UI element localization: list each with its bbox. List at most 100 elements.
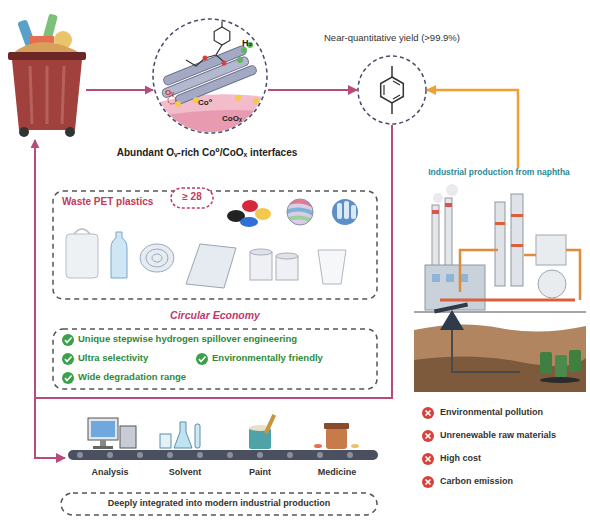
cross-icon (422, 430, 434, 442)
conveyor-illustration (264, 414, 276, 434)
pet-items-illustration (242, 200, 258, 212)
refinery-illustration (433, 193, 443, 203)
pet-items-illustration (250, 249, 272, 255)
refinery-illustration (524, 250, 580, 300)
pet-items-illustration (286, 209, 314, 214)
refinery-illustration (495, 222, 505, 225)
interface-caption: Abundant Oᵥ-rich Co⁰/CoOₓ interfaces (97, 147, 317, 159)
application-label: Paint (225, 467, 295, 477)
application-label: Analysis (75, 467, 145, 477)
refinery-illustration (414, 324, 586, 392)
phase-label: CoOₓ (222, 114, 242, 123)
conveyor-illustration (160, 434, 171, 448)
trash-bin-illustration (46, 66, 49, 124)
refinery-illustration (446, 184, 458, 196)
conveyor-illustration (287, 452, 293, 458)
pet-items-illustration (287, 199, 313, 225)
application-conveyor: AnalysisSolventPaintMedicine (65, 405, 378, 485)
flow-arrow (268, 89, 357, 91)
drawback-item: Environmental pollution (440, 407, 543, 417)
p-xylene-structure (393, 95, 400, 99)
check-icon (62, 334, 74, 346)
box-title: Waste PET plastics (62, 196, 153, 208)
pet-items-illustration (286, 198, 314, 226)
catalyst-illustration (150, 20, 272, 136)
conveyor-illustration (68, 414, 378, 460)
trash-bin-illustration (8, 52, 86, 60)
p-xylene-structure (381, 66, 404, 114)
cross-icon (426, 457, 431, 462)
count-badge: ≥ 28 (170, 187, 214, 209)
refinery-illustration (432, 205, 439, 267)
trash-bin-illustration (65, 127, 75, 137)
cross-icon (422, 476, 434, 488)
drawback-item: Carbon emission (440, 476, 513, 486)
check-icon (65, 357, 72, 362)
refinery-illustration (555, 355, 567, 377)
refinery-illustration (460, 250, 498, 292)
trash-bin-illustration (30, 66, 32, 124)
pet-items-illustration (276, 253, 298, 259)
conveyor-illustration (174, 422, 192, 448)
pet-items-illustration (344, 201, 349, 219)
panel-heading: Industrial production from naphtha (409, 168, 589, 178)
conveyor-illustration (347, 452, 353, 458)
conveyor-illustration (257, 452, 263, 458)
cross-icon (426, 480, 431, 485)
conveyor-illustration (326, 428, 347, 449)
refinery-illustration (452, 330, 520, 372)
pet-items-illustration (318, 250, 346, 284)
refinery-illustration (446, 274, 454, 282)
flow-line-illustration (34, 140, 36, 398)
trash-bin-illustration (12, 60, 82, 130)
pet-items-illustration (351, 205, 356, 219)
catalyst-illustration (222, 61, 227, 66)
refinery-illustration (434, 303, 468, 314)
conveyor-illustration (167, 452, 173, 458)
pet-items-illustration (111, 232, 127, 278)
check-icon (62, 353, 74, 365)
conveyor-illustration (68, 450, 378, 460)
node-outline-rect (53, 191, 377, 299)
cross-icon (422, 407, 434, 419)
check-icon (199, 357, 206, 362)
pet-items-illustration (332, 199, 358, 225)
refinery-illustration (414, 184, 586, 392)
catalyst-circle: H₂OᵥCo⁰CoOₓ (152, 18, 268, 134)
catalyst-illustration (237, 57, 243, 63)
advantage-item: Ultra selectivity (78, 353, 148, 364)
check-icon (65, 338, 72, 343)
refinery-illustration (432, 210, 439, 214)
p-xylene-structure (391, 103, 393, 114)
node-outline-circle (153, 19, 267, 133)
cross-icon (422, 476, 434, 488)
refinery-illustration (536, 235, 566, 265)
conveyor-illustration (227, 452, 233, 458)
pet-items-illustration (66, 234, 98, 278)
catalyst-illustration (203, 56, 208, 61)
refinery-illustration (440, 310, 464, 330)
conveyor-illustration (107, 452, 113, 458)
catalyst-illustration (186, 45, 224, 66)
refinery-illustration (445, 198, 452, 267)
check-icon (196, 353, 208, 365)
conveyor-illustration (351, 444, 359, 448)
conveyor-illustration (324, 423, 349, 429)
application-label: Medicine (302, 467, 372, 477)
node-outline (152, 18, 268, 134)
cross-icon (422, 430, 434, 442)
pet-items-illustration (140, 244, 174, 272)
trash-bin-illustration (62, 66, 64, 124)
cross-icon (422, 407, 434, 419)
cross-icon (422, 453, 434, 465)
advantage-item: Wide degradation range (78, 372, 186, 383)
industrial-panel: Industrial production from naphtha (412, 168, 587, 396)
box-title: Circular Economy (52, 309, 378, 321)
check-icon (62, 372, 74, 384)
advantage-item: Unique stepwise hydrogen spillover engin… (78, 334, 297, 345)
advantage-box: Circular EconomyUnique stepwise hydrogen… (52, 328, 378, 390)
refinery-illustration (495, 202, 505, 286)
